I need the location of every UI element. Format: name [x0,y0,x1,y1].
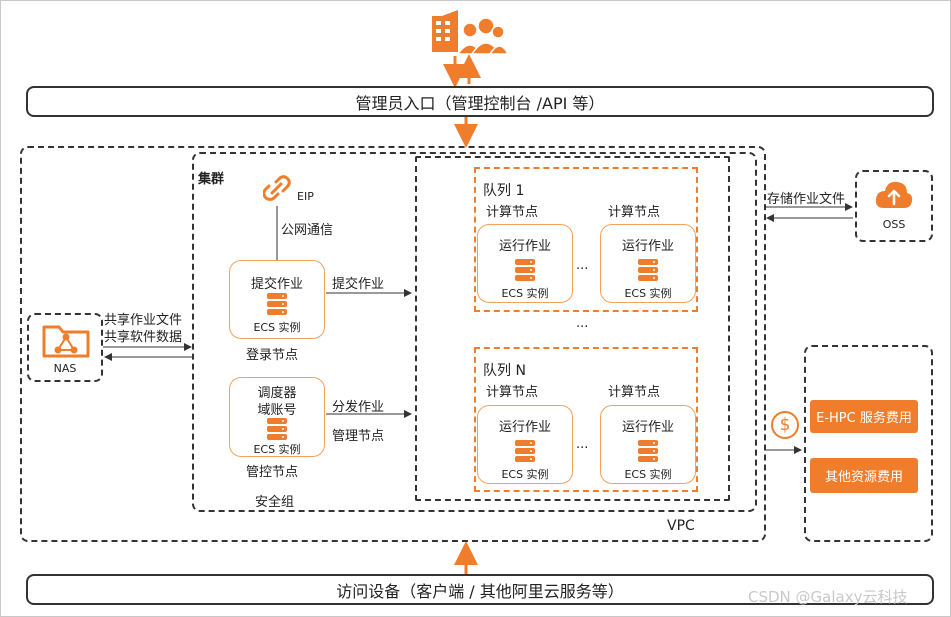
queue-1-title: 队列 1 [483,183,525,199]
oss-label: OSS [882,218,906,231]
server-icon [515,259,535,281]
queue-n-node-right: 运行作业 ECS 实例 [600,405,696,484]
share-software-data-label: 共享软件数据 [104,330,183,345]
mgmt-node-label: 管理节点 [332,429,385,444]
server-icon [515,440,535,462]
share-job-files-label: 共享作业文件 [104,313,183,328]
vpc-label: VPC [667,518,695,534]
dollar-symbol: $ [779,415,791,435]
watermark: CSDN @Galaxy云科技 [748,588,908,606]
mgmt-node-instance: ECS 实例 [253,443,301,456]
server-icon [638,259,658,281]
cluster-label: 集群 [198,172,225,187]
ecs-instance-label: ECS 实例 [624,468,672,481]
queue-n-node-left: 运行作业 ECS 实例 [477,405,573,484]
security-group-label: 安全组 [255,495,295,510]
between-queues-ellipsis: ··· [576,320,589,335]
mgmt-node-title-1: 调度器 [257,386,297,401]
queue-n-ellipsis: ··· [576,441,589,456]
oss-box: OSS [855,170,933,242]
admin-entry-bar: 管理员入口（管理控制台 /API 等） [26,86,934,117]
public-comm-label: 公网通信 [281,223,334,238]
access-device-bar: 访问设备（客户端 / 其他阿里云服务等） [26,574,934,605]
nas-label: NAS [53,362,77,375]
submit-job-label: 提交作业 [332,277,385,292]
run-job-label: 运行作业 [621,239,674,254]
nas-box: NAS [27,313,103,382]
queue-1-node-left: 运行作业 ECS 实例 [477,224,573,303]
queue-n-compute-right: 计算节点 [608,385,661,400]
server-icon [267,418,287,440]
oss-cloud-icon [874,178,914,212]
server-icon [638,440,658,462]
server-icon [267,293,287,315]
mgmt-node-caption: 管控节点 [246,465,299,480]
queue-n-compute-left: 计算节点 [486,385,539,400]
login-node-instance: ECS 实例 [253,321,301,334]
ecs-instance-label: ECS 实例 [501,287,549,300]
ecs-instance-label: ECS 实例 [501,468,549,481]
queue-n-title: 队列 N [483,363,526,379]
dollar-icon: $ [771,411,799,439]
mgmt-node-title-2: 域账号 [257,403,297,418]
mgmt-node: 调度器 域账号 ECS 实例 [229,377,325,457]
run-job-label: 运行作业 [498,420,551,435]
login-node-title: 提交作业 [250,277,303,292]
queue-n [474,347,698,492]
eip-link-icon [262,174,291,204]
login-node: 提交作业 ECS 实例 [229,260,325,339]
other-fee-box: 其他资源费用 [810,458,918,493]
dispatch-job-label: 分发作业 [332,400,385,415]
store-job-files-label: 存储作业文件 [767,192,846,207]
run-job-label: 运行作业 [498,239,551,254]
vpc-container [20,146,766,542]
eip-label: EIP [297,190,314,203]
run-job-label: 运行作业 [621,420,674,435]
other-fee-label: 其他资源费用 [824,470,903,485]
billing-box [804,345,933,542]
queue-1-compute-left: 计算节点 [486,205,539,220]
ecs-instance-label: ECS 实例 [624,287,672,300]
ehpc-fee-label: E-HPC 服务费用 [816,411,912,426]
admin-entry-label: 管理员入口（管理控制台 /API 等） [355,93,605,113]
access-device-label: 访问设备（客户端 / 其他阿里云服务等） [336,581,624,601]
login-node-caption: 登录节点 [246,348,299,363]
queue-1-compute-right: 计算节点 [608,205,661,220]
cluster-container [192,152,757,512]
nas-folder-icon [41,321,91,359]
queue-1-ellipsis: ··· [576,262,589,277]
users-building-icon [428,8,510,56]
ehpc-fee-box: E-HPC 服务费用 [810,400,918,433]
queue-1-node-right: 运行作业 ECS 实例 [600,224,696,303]
compute-area [415,156,730,501]
queue-1 [474,167,698,312]
